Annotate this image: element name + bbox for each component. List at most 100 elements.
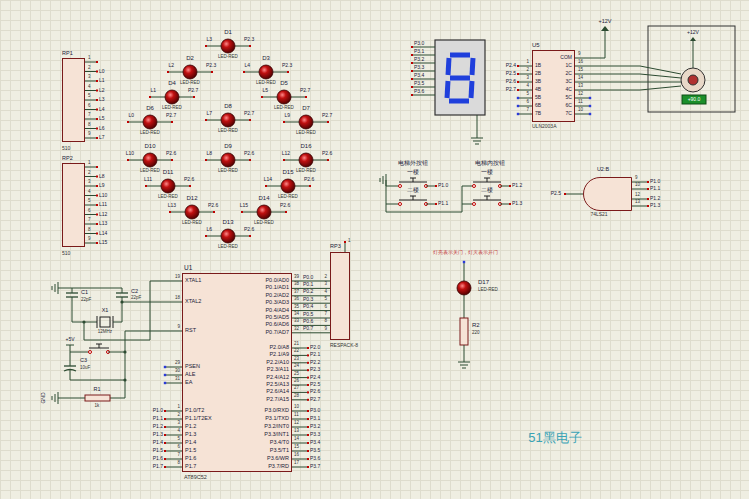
pin-end: [171, 121, 173, 123]
pin-number: 38: [294, 282, 299, 287]
led-lead: [179, 97, 194, 98]
led-ref: D10: [144, 143, 155, 149]
led-lead: [235, 236, 250, 237]
display-segment: [450, 76, 470, 81]
pin-name: XTAL2: [185, 299, 201, 305]
seven-segment-display: [435, 40, 485, 115]
pin-number: 22: [294, 349, 299, 354]
net-label: L6: [206, 227, 212, 232]
pin-line: [292, 385, 308, 386]
net-label: P2.7: [506, 87, 516, 92]
led-ref: D13: [222, 219, 233, 225]
pin-line: [292, 399, 308, 400]
pin-number: 32: [294, 327, 299, 332]
pin-end: [127, 121, 129, 123]
pin-name: P0.5/AD5: [265, 315, 289, 321]
pin-number: 33: [294, 319, 299, 324]
pin-line: [575, 66, 590, 67]
net-label: P0.0: [303, 275, 313, 280]
net-label: L11: [99, 202, 107, 207]
pin-number: 19: [175, 275, 180, 280]
pin-end: [96, 204, 98, 206]
pin-name: 7C: [566, 111, 572, 116]
pin-number: 2: [88, 171, 91, 176]
net-label: L9: [99, 183, 105, 188]
display-segment: [450, 53, 470, 58]
crystal-symbol: [97, 316, 98, 328]
pin-number: 7: [177, 453, 180, 458]
wire: [122, 302, 165, 303]
pin-end: [96, 233, 98, 235]
net-label: P3.0: [414, 41, 424, 46]
pin-number: 35: [294, 305, 299, 310]
pin-line: [292, 411, 308, 412]
pin-end: [307, 450, 309, 452]
pin-number: 13: [294, 429, 299, 434]
led-ref: D4: [168, 80, 176, 86]
pin-name: P0.7/AD7: [265, 330, 289, 336]
pin-end: [647, 188, 649, 190]
switch-bar: [99, 344, 100, 348]
pin-line: [575, 58, 590, 59]
pin-number: 2: [526, 68, 529, 73]
pin-number: 3: [324, 282, 327, 287]
led-symbol: [299, 153, 313, 167]
pin-name: P3.6/WR: [267, 456, 289, 462]
pin-line: [85, 119, 97, 120]
part-ref: U2:B: [597, 167, 609, 173]
pin-end: [309, 185, 311, 187]
motor-wire: [590, 74, 681, 78]
junction-dot: [82, 320, 85, 323]
pin-end: [96, 166, 98, 168]
part-value: LED-RED: [296, 131, 316, 136]
part-value: LED-RED: [218, 169, 238, 174]
pin-end: [307, 369, 309, 371]
pin-unconnected: [164, 374, 166, 376]
led-lead: [313, 122, 328, 123]
ground-symbol: [58, 392, 59, 404]
net-label: P2.6: [166, 151, 176, 156]
display-segment: [447, 81, 448, 98]
net-label: L10: [99, 193, 107, 198]
pin-line: [292, 392, 308, 393]
pin-number: 13: [635, 200, 640, 205]
led-symbol: [143, 153, 157, 167]
junction-dot: [120, 300, 123, 303]
led-ref: D16: [300, 143, 311, 149]
pin-number: 7: [324, 312, 327, 317]
part-value: 22pF: [131, 296, 141, 301]
pin-line: [292, 355, 308, 356]
net-label: P3.2: [414, 57, 424, 62]
pin-number: 15: [578, 68, 583, 73]
pin-unconnected: [517, 113, 519, 115]
led-ref: D9: [224, 143, 232, 149]
net-label: P1.3: [153, 432, 163, 437]
pin-line: [292, 459, 308, 460]
net-label: P3.6: [310, 456, 320, 461]
pin-number: 9: [635, 176, 638, 181]
led-lead: [235, 46, 250, 47]
pin-name: 1C: [566, 63, 572, 68]
part-value: 510: [62, 146, 70, 151]
motor-wire: [590, 82, 681, 83]
net-label: P1.4: [153, 440, 163, 445]
pin-number: 15: [294, 445, 299, 450]
pin-end: [509, 185, 511, 187]
pin-number: 7: [88, 113, 91, 118]
ground-symbol: [383, 176, 384, 184]
net-label: P1.5: [153, 448, 163, 453]
led-ref: D12: [186, 195, 197, 201]
net-label: L2: [168, 63, 174, 68]
pin-end: [307, 434, 309, 436]
net-label: P2.2: [310, 360, 320, 365]
pin-number: 9: [324, 327, 327, 332]
pin-line: [518, 98, 532, 99]
pin-line: [292, 443, 308, 444]
pin-number: 39: [294, 275, 299, 280]
net-label: L9: [284, 113, 290, 118]
pin-end: [96, 214, 98, 216]
pin-end: [96, 128, 98, 130]
net-label: L8: [99, 174, 105, 179]
led-lead: [273, 72, 288, 73]
